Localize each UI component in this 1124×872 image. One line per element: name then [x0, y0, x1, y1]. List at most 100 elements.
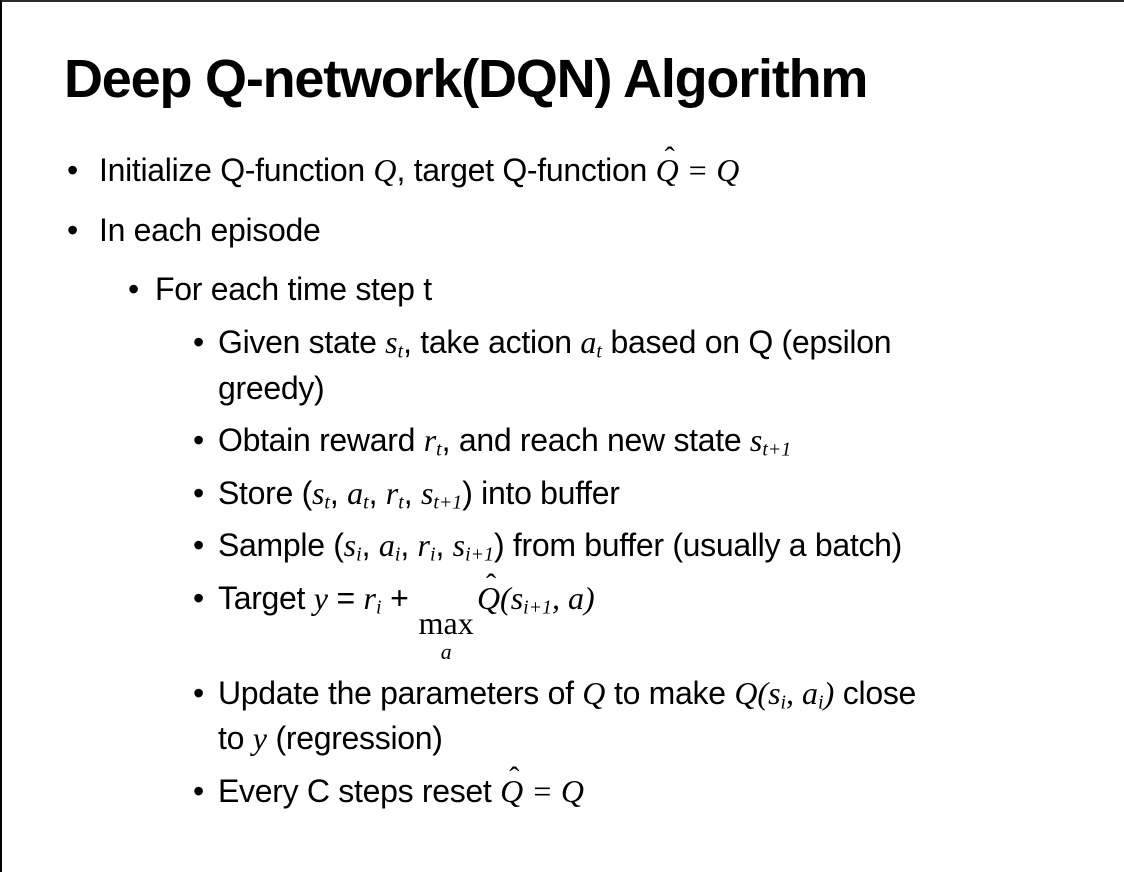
math-run: = Q — [678, 152, 740, 189]
bullet-icon: • — [67, 211, 78, 248]
math-subscript: i+1 — [523, 595, 552, 618]
text-run: , — [400, 527, 418, 564]
math-var: s — [343, 527, 357, 564]
math-subscript: t — [397, 340, 404, 363]
math-subscripted-var: si+1 — [510, 579, 552, 618]
bullet-icon: • — [193, 474, 204, 511]
text-run: , — [361, 527, 379, 564]
bullet-icon: • — [193, 324, 204, 361]
text-run: , — [435, 527, 453, 564]
math-var: a — [802, 674, 819, 711]
text-run: to make — [605, 674, 735, 711]
text-run: Sample ( — [218, 527, 344, 564]
text-run: ) into buffer — [462, 474, 620, 511]
bullet-item: • Initialize Q-function Q, target Q-funct… — [2, 141, 1124, 193]
text-run: to — [218, 720, 253, 757]
math-subscript: i — [818, 690, 824, 713]
text-run: , — [329, 474, 348, 511]
math-subscripted-var: st — [311, 474, 330, 514]
text-run: (regression) — [266, 720, 443, 757]
math-var: Q — [655, 152, 679, 189]
text-run: Target — [218, 579, 314, 616]
hat-accent: ˆ — [486, 568, 497, 603]
math-run: , a) — [551, 579, 595, 616]
bullet-item: •Update the parameters of Q to make Q(si… — [2, 671, 1124, 762]
math-var: r — [385, 474, 399, 511]
math-subscripted-var: rt — [385, 474, 404, 514]
math-run: Q — [373, 152, 397, 189]
math-var: s — [768, 674, 781, 711]
bullet-list: •Initialize Q-function Q, target Q-funct… — [2, 141, 1124, 814]
bullet-item: •Store (st, at, rt, st+1) into buffer — [2, 471, 1124, 516]
math-subscripted-var: ai — [802, 674, 824, 713]
math-subscripted-var: ri — [417, 527, 436, 566]
text-run: , — [403, 474, 421, 511]
math-subscript: t — [436, 438, 442, 461]
math-var: s — [510, 579, 524, 616]
math-subscripted-var: si — [768, 674, 787, 713]
text-run: In each episode — [99, 211, 321, 248]
math-subscript: t — [596, 340, 602, 363]
math-run: ( — [500, 579, 511, 616]
text-run: Initialize Q-function — [99, 152, 374, 189]
math-run: Q( — [734, 674, 769, 711]
text-run: , target Q-function — [396, 152, 656, 189]
text-run: , take action — [403, 324, 581, 361]
math-var: a — [378, 527, 395, 564]
math-subscripted-var: at — [347, 474, 369, 512]
text-run: Store ( — [218, 474, 312, 511]
math-subscripted-var: si+1 — [452, 527, 494, 564]
math-var: a — [347, 474, 364, 511]
bullet-item: • Obtain reward rt, and reach new state s… — [2, 418, 1124, 463]
math-subscript: i — [780, 690, 787, 713]
math-var: s — [311, 474, 325, 511]
bullet-item: •Given state st, take action at based on… — [2, 320, 1124, 411]
math-run: = Q — [523, 772, 584, 809]
math-var: Q — [500, 772, 524, 809]
bullet-icon: • — [193, 527, 204, 564]
text-run: Every C steps reset — [218, 772, 501, 809]
math-run: , — [786, 674, 803, 711]
math-subscript: i — [429, 543, 436, 566]
bullet-icon: • — [193, 422, 204, 459]
bullet-item: • In each episode — [2, 208, 1124, 253]
math-var: Q — [476, 579, 501, 616]
math-subscript: t — [324, 491, 330, 514]
math-subscript: t+1 — [762, 438, 792, 461]
max-label: max — [418, 605, 474, 642]
math-run: Q — [582, 674, 606, 711]
text-run: , — [368, 474, 386, 511]
math-subscripted-var: ri — [363, 579, 382, 618]
slide-title: Deep Q-network(DQN) Algorithm — [64, 49, 868, 109]
bullet-icon: • — [67, 152, 78, 189]
bullet-icon: • — [193, 674, 204, 711]
text-run: = — [327, 579, 364, 616]
math-subscripted-var: st+1 — [750, 422, 792, 461]
math-run: y — [313, 579, 328, 616]
math-subscript: t+1 — [433, 491, 463, 514]
math-subscripted-var: st — [385, 324, 404, 363]
math-var: s — [420, 474, 434, 511]
text-run: + — [381, 579, 418, 616]
math-var: r — [363, 579, 376, 616]
text-run: , and reach new state — [441, 422, 750, 459]
math-subscript: t — [398, 491, 404, 514]
text-run: Given state — [218, 324, 386, 361]
math-subscripted-var: st+1 — [420, 474, 463, 514]
text-run: Obtain reward — [218, 422, 424, 459]
hat-accent: ˆ — [664, 140, 675, 175]
math-var: s — [452, 527, 466, 564]
text-run: For each time step t — [155, 270, 432, 307]
math-run: ) — [823, 674, 835, 711]
text-run: ) from buffer (usually a batch) — [493, 527, 902, 564]
math-var: a — [580, 324, 597, 361]
text-run: greedy) — [218, 369, 325, 406]
math-run: y — [252, 720, 267, 757]
math-subscript: i — [375, 595, 382, 618]
math-var: r — [417, 527, 430, 564]
math-var: r — [423, 422, 437, 459]
hat-accent: ˆ — [509, 760, 520, 795]
